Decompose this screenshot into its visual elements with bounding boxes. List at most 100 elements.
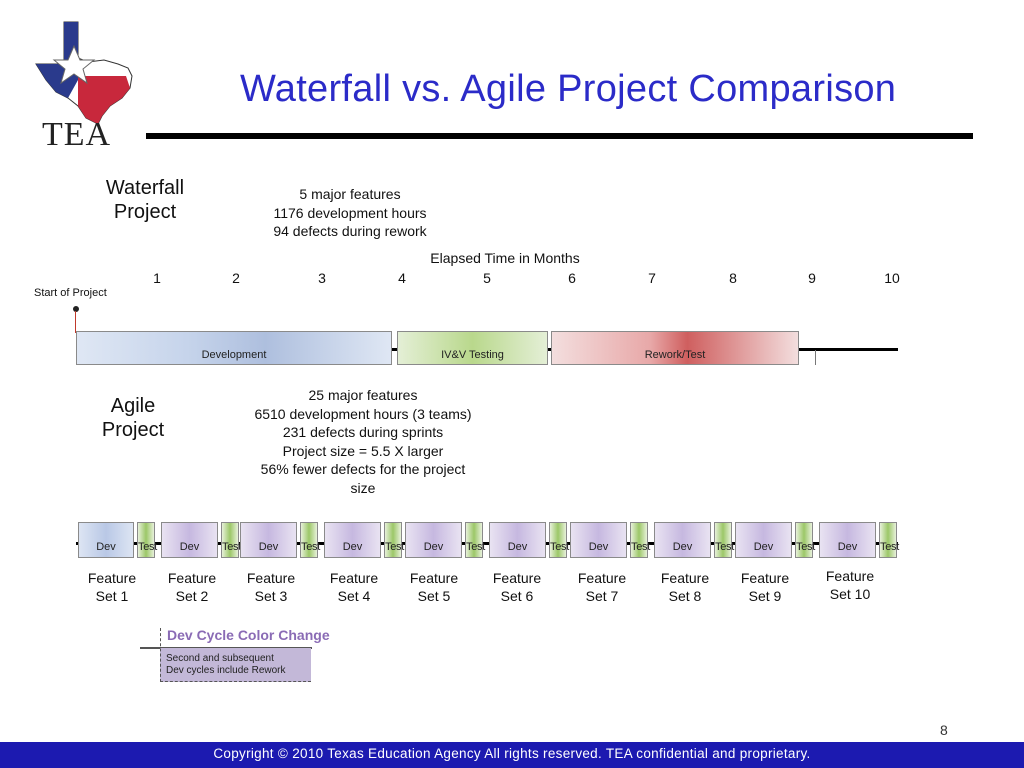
month-label: 5 xyxy=(483,270,491,286)
start-marker-line xyxy=(75,311,76,333)
month-label: 6 xyxy=(568,270,576,286)
phase-label: IV&V Testing xyxy=(441,349,504,361)
dev-label: Dev xyxy=(179,541,200,553)
agile-stat: 56% fewer defects for the project xyxy=(260,461,466,477)
waterfall-stat: 94 defects during rework xyxy=(273,223,427,239)
test-label: Test xyxy=(715,541,734,553)
agile-project-label: Agile Project xyxy=(84,394,182,442)
test-block: Test xyxy=(630,522,650,558)
agile-stat: 25 major features xyxy=(308,387,418,403)
dev-label: Dev xyxy=(258,541,279,553)
test-block: Test xyxy=(137,522,157,558)
agile-stat: 6510 development hours (3 teams) xyxy=(254,405,472,422)
title-divider xyxy=(146,133,973,139)
agile-timeline-axis xyxy=(76,542,898,545)
month-label: 1 xyxy=(153,270,161,286)
dev-label: Dev xyxy=(423,541,444,553)
agile-stat: Project size = 5.5 X larger xyxy=(282,442,444,459)
test-block: Test xyxy=(384,522,404,558)
test-label: Test xyxy=(222,541,241,553)
phase-ivv-testing: IV&V Testing xyxy=(397,331,548,365)
dev-block: Dev xyxy=(735,522,792,558)
test-block: Test xyxy=(465,522,485,558)
agile-label-line2: Project xyxy=(101,419,165,441)
month-label: 3 xyxy=(318,270,326,286)
dev-label: Dev xyxy=(507,541,528,553)
agile-stat: 231 defects during sprints xyxy=(282,424,444,440)
test-label: Test xyxy=(796,541,815,553)
test-label: Test xyxy=(631,541,650,553)
dev-block: Dev xyxy=(240,522,297,558)
dev-block: Dev xyxy=(819,522,876,558)
waterfall-project-label: Waterfall Project xyxy=(92,176,198,224)
legend-description: Second and subsequent Dev cycles include… xyxy=(166,653,286,677)
dev-block: Dev xyxy=(654,522,711,558)
waterfall-stats: 5 major features 1176 development hours … xyxy=(250,185,450,241)
test-block: Test xyxy=(549,522,569,558)
month-label: 4 xyxy=(398,270,406,286)
month-label: 9 xyxy=(808,270,816,286)
month-label: 10 xyxy=(884,270,900,286)
page-number: 8 xyxy=(940,722,948,738)
phase-label: Rework/Test xyxy=(644,349,706,361)
copyright-footer: Copyright © 2010 Texas Education Agency … xyxy=(0,742,1024,768)
phase-label: Development xyxy=(201,349,267,361)
month-label: 2 xyxy=(232,270,240,286)
test-label: Test xyxy=(466,541,485,553)
dev-block: Dev xyxy=(405,522,462,558)
dev-block: Dev xyxy=(570,522,627,558)
test-label: Test xyxy=(880,541,899,553)
test-block: Test xyxy=(300,522,320,558)
agile-stat: size xyxy=(350,479,376,496)
waterfall-label-line2: Project xyxy=(113,201,177,223)
dev-block: Dev xyxy=(78,522,134,558)
legend-line: Dev cycles include Rework xyxy=(166,665,286,676)
elapsed-time-label: Elapsed Time in Months xyxy=(430,250,580,266)
waterfall-stat: 1176 development hours xyxy=(273,204,427,221)
dev-label: Dev xyxy=(672,541,693,553)
dev-label: Dev xyxy=(753,541,774,553)
dev-label: Dev xyxy=(588,541,609,553)
timeline-tick xyxy=(815,350,816,365)
test-block: Test xyxy=(795,522,815,558)
phase-rework-test: Rework/Test xyxy=(551,331,799,365)
waterfall-stat: 5 major features xyxy=(299,186,401,202)
dev-label: Dev xyxy=(96,541,116,553)
waterfall-label-line1: Waterfall xyxy=(105,177,185,199)
dev-label: Dev xyxy=(342,541,363,553)
start-marker-dot xyxy=(73,306,79,312)
test-block: Test xyxy=(879,522,899,558)
legend-title: Dev Cycle Color Change xyxy=(167,627,330,643)
start-of-project-label: Start of Project xyxy=(34,287,107,299)
agile-stats: 25 major features 6510 development hours… xyxy=(238,386,488,497)
page-title: Waterfall vs. Agile Project Comparison xyxy=(240,68,897,110)
texas-map-icon xyxy=(35,21,133,125)
dev-block: Dev xyxy=(324,522,381,558)
tea-logo: TEA xyxy=(26,16,138,156)
agile-label-line1: Agile xyxy=(110,395,156,417)
test-label: Test xyxy=(138,541,157,553)
test-label: Test xyxy=(301,541,320,553)
logo-text: TEA xyxy=(42,116,112,153)
legend-line: Second and subsequent xyxy=(166,653,274,664)
month-label: 8 xyxy=(729,270,737,286)
legend-dashed-border xyxy=(160,628,162,682)
legend-swatch xyxy=(160,648,311,682)
test-block: Test xyxy=(221,522,241,558)
dev-block: Dev xyxy=(161,522,218,558)
dev-block: Dev xyxy=(489,522,546,558)
dev-label: Dev xyxy=(837,541,858,553)
phase-development: Development xyxy=(76,331,392,365)
test-label: Test xyxy=(385,541,404,553)
month-label: 7 xyxy=(648,270,656,286)
